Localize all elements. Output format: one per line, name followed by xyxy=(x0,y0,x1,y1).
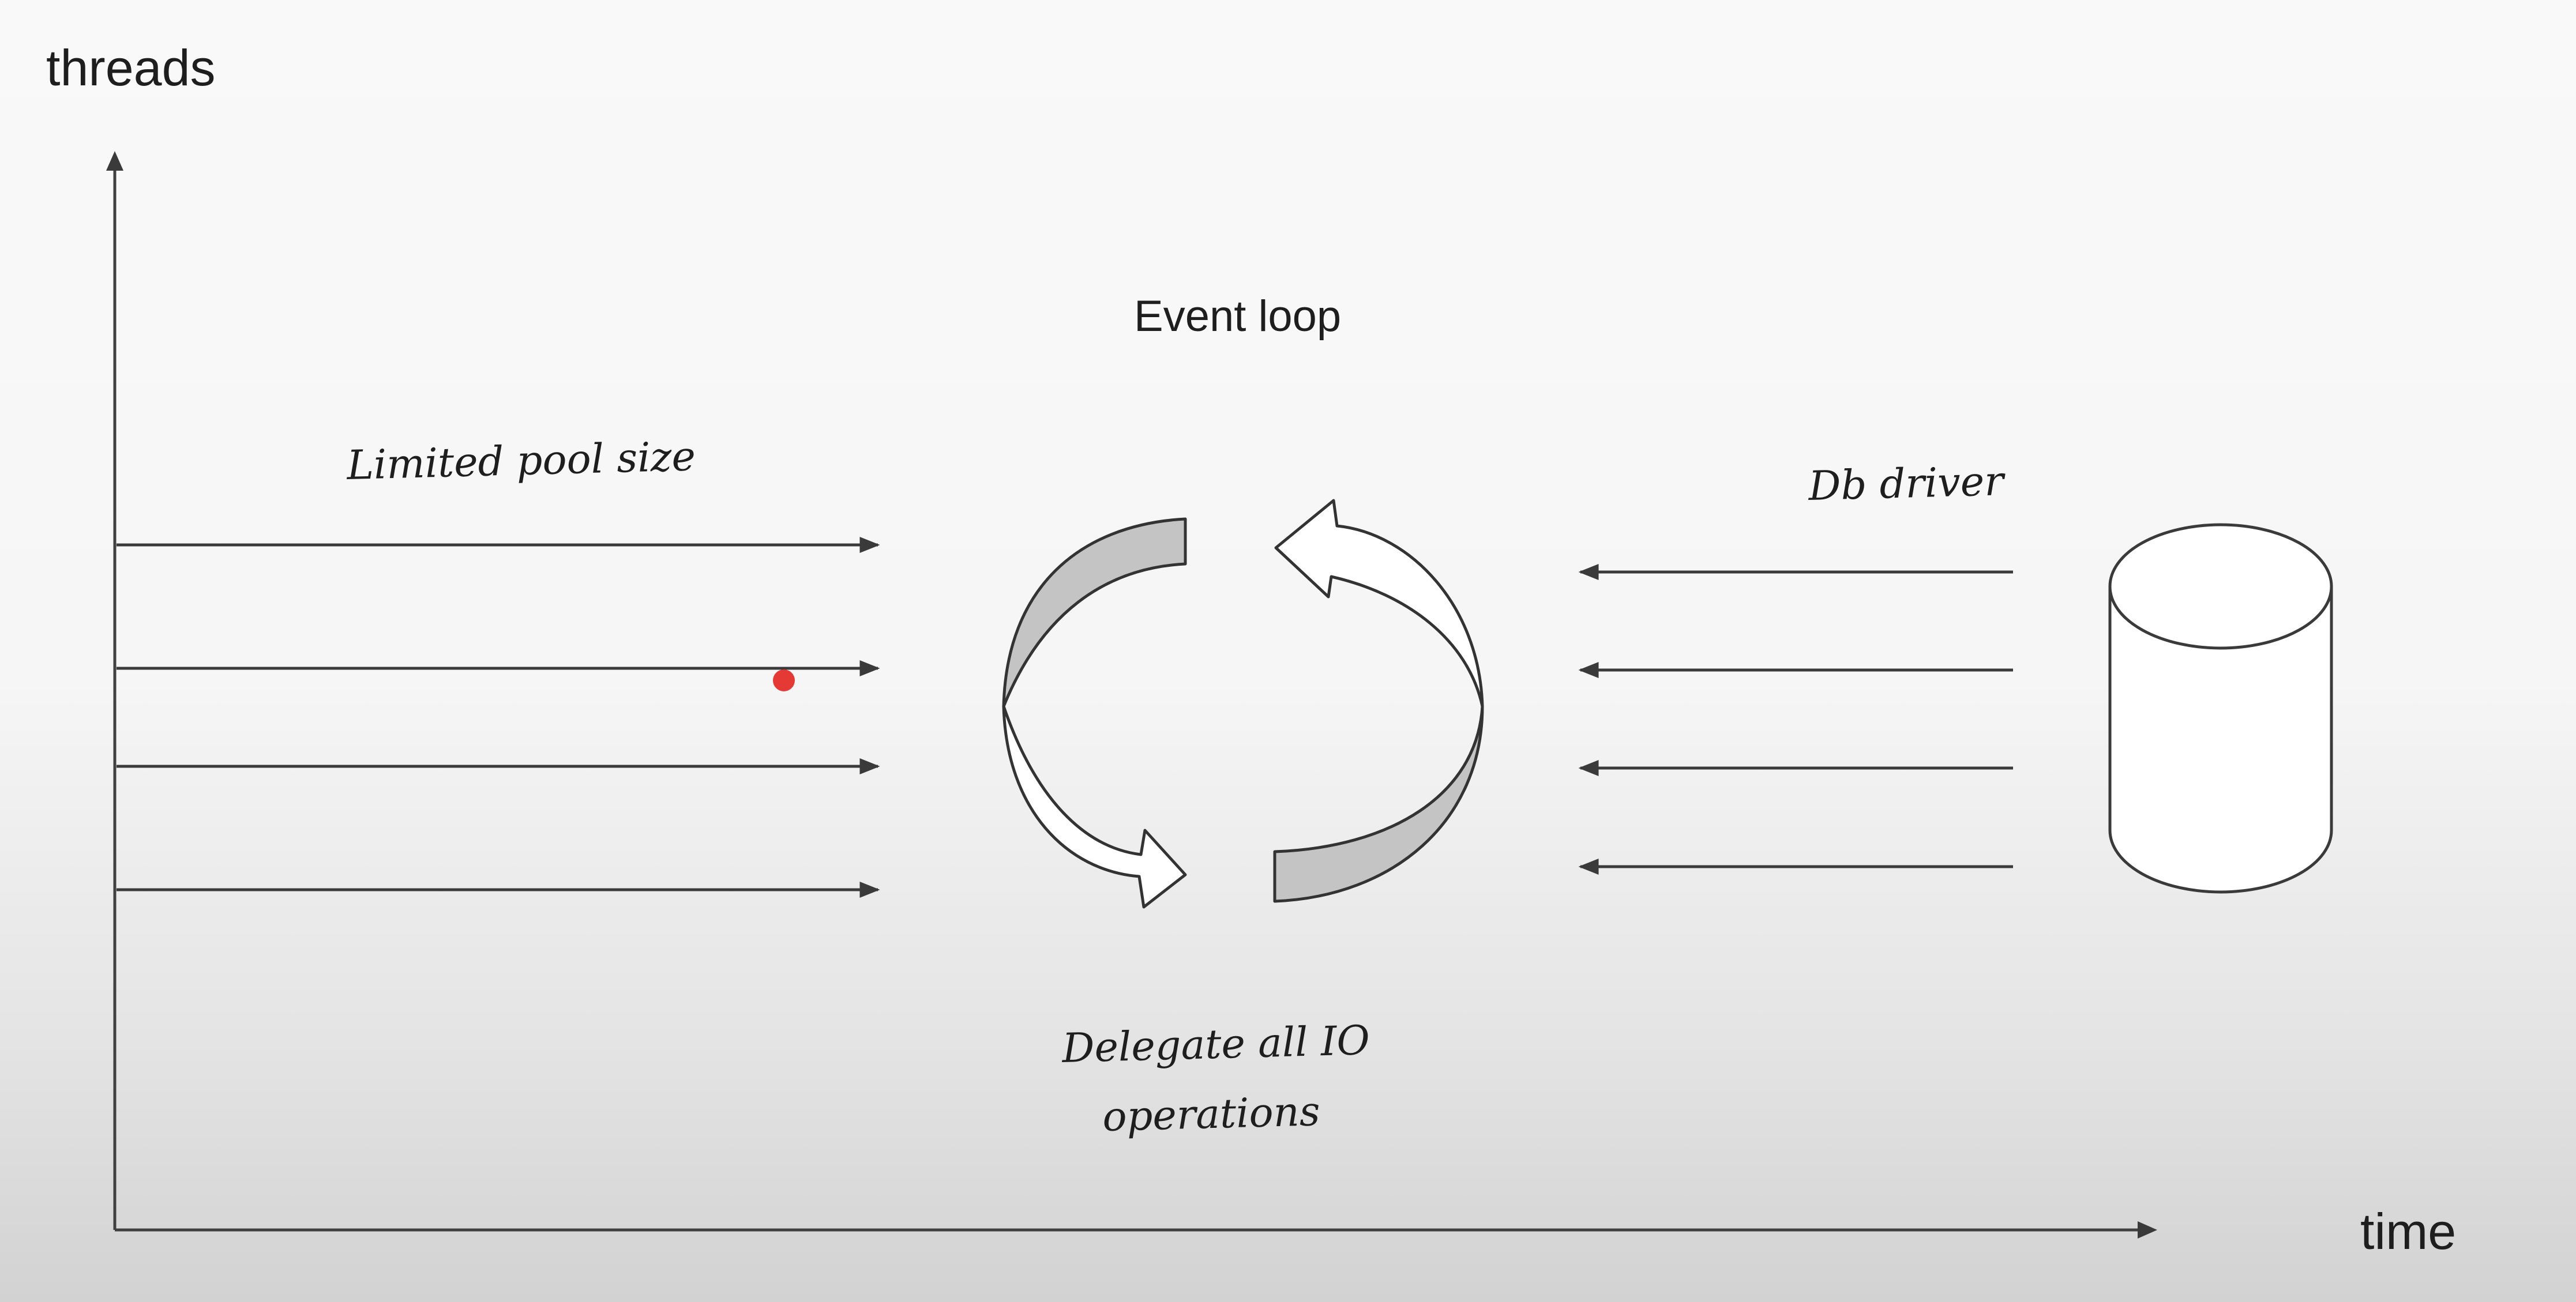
chart-axes xyxy=(106,151,2157,1239)
db-driver-label: Db driver xyxy=(1807,457,2006,510)
x-axis-arrowhead xyxy=(2138,1221,2157,1239)
database-body xyxy=(2108,586,2333,894)
loop-band-bottom-right xyxy=(1273,705,1484,903)
loop-arrow-bottom-left xyxy=(1002,705,1187,909)
database-cylinder-icon xyxy=(2108,523,2333,894)
delegate-label-line2: operations xyxy=(1102,1087,1320,1141)
database-top xyxy=(2108,523,2333,650)
y-axis-label: threads xyxy=(46,39,216,96)
thread-arrows xyxy=(117,537,880,898)
loop-band-top-left xyxy=(1002,517,1187,708)
event-loop-title: Event loop xyxy=(1134,292,1341,341)
delegate-label-line1: Delegate all IO xyxy=(1060,1017,1370,1072)
circular-arrows-icon xyxy=(1002,499,1484,909)
loop-arrow-top-right xyxy=(1274,499,1484,708)
pool-size-label: Limited pool size xyxy=(345,432,696,489)
cursor-dot xyxy=(773,669,795,691)
x-axis-label: time xyxy=(2360,1203,2456,1260)
driver-arrows xyxy=(1578,564,2013,875)
y-axis-arrowhead xyxy=(106,151,123,171)
